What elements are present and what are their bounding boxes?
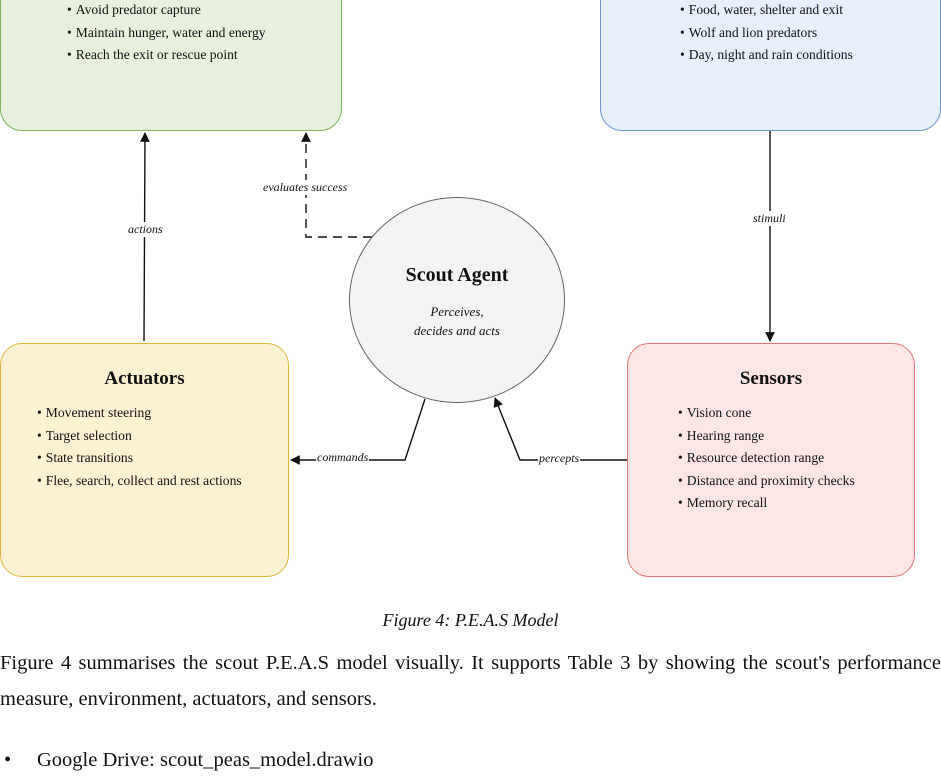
actuators-list: Movement steering Target selection State… (37, 402, 242, 492)
edge-actions (140, 132, 150, 342)
performance-item: Reach the exit or rescue point (67, 44, 266, 67)
figure-caption: Figure 4: P.E.A.S Model (382, 610, 559, 630)
edge-label-actions: actions (127, 222, 164, 237)
actuators-item: Flee, search, collect and rest actions (37, 470, 242, 493)
edge-evaluates-success (301, 132, 372, 238)
drive-link-text[interactable]: Google Drive: scout_peas_model.drawio (37, 749, 374, 771)
actuators-item: State transitions (37, 447, 242, 470)
sensors-item: Distance and proximity checks (678, 470, 855, 493)
agent-desc-line: Perceives, (430, 304, 484, 319)
actuators-item: Movement steering (37, 402, 242, 425)
actuators-item: Target selection (37, 425, 242, 448)
sensors-item: Memory recall (678, 492, 855, 515)
environment-item: Day, night and rain conditions (680, 44, 853, 67)
edge-label-evaluates-success: evaluates success (262, 180, 349, 195)
bullet-icon: • (4, 749, 12, 771)
edge-label-percepts: percepts (538, 451, 581, 466)
performance-item: Avoid predator capture (67, 0, 266, 22)
environment-item: Wolf and lion predators (680, 22, 853, 45)
environment-box: Food, water, shelter and exit Wolf and l… (600, 0, 941, 131)
sensors-list: Vision cone Hearing range Resource detec… (678, 402, 855, 515)
agent-desc-line: decides and acts (414, 323, 500, 338)
sensors-title: Sensors (739, 368, 803, 389)
scout-agent-node: Scout Agent Perceives, decides and acts (349, 197, 565, 403)
sensors-box: Sensors Vision cone Hearing range Resour… (627, 343, 915, 577)
edge-label-stimuli: stimuli (752, 211, 787, 226)
sensors-item: Resource detection range (678, 447, 855, 470)
edge-percepts (493, 397, 627, 461)
agent-description: Perceives, decides and acts (350, 302, 564, 340)
performance-item: Maintain hunger, water and energy (67, 22, 266, 45)
performance-box: Avoid predator capture Maintain hunger, … (0, 0, 342, 131)
performance-list: Avoid predator capture Maintain hunger, … (67, 0, 266, 67)
bullet-link-item: • Google Drive: scout_peas_model.drawio (0, 749, 373, 772)
actuators-box: Actuators Movement steering Target selec… (0, 343, 289, 577)
edge-label-commands: commands (316, 450, 370, 465)
environment-item: Food, water, shelter and exit (680, 0, 853, 22)
body-paragraph: Figure 4 summarises the scout P.E.A.S mo… (0, 652, 941, 710)
agent-title: Scout Agent (405, 264, 509, 286)
actuators-title: Actuators (104, 368, 185, 389)
environment-list: Food, water, shelter and exit Wolf and l… (680, 0, 853, 67)
sensors-item: Hearing range (678, 425, 855, 448)
sensors-item: Vision cone (678, 402, 855, 425)
